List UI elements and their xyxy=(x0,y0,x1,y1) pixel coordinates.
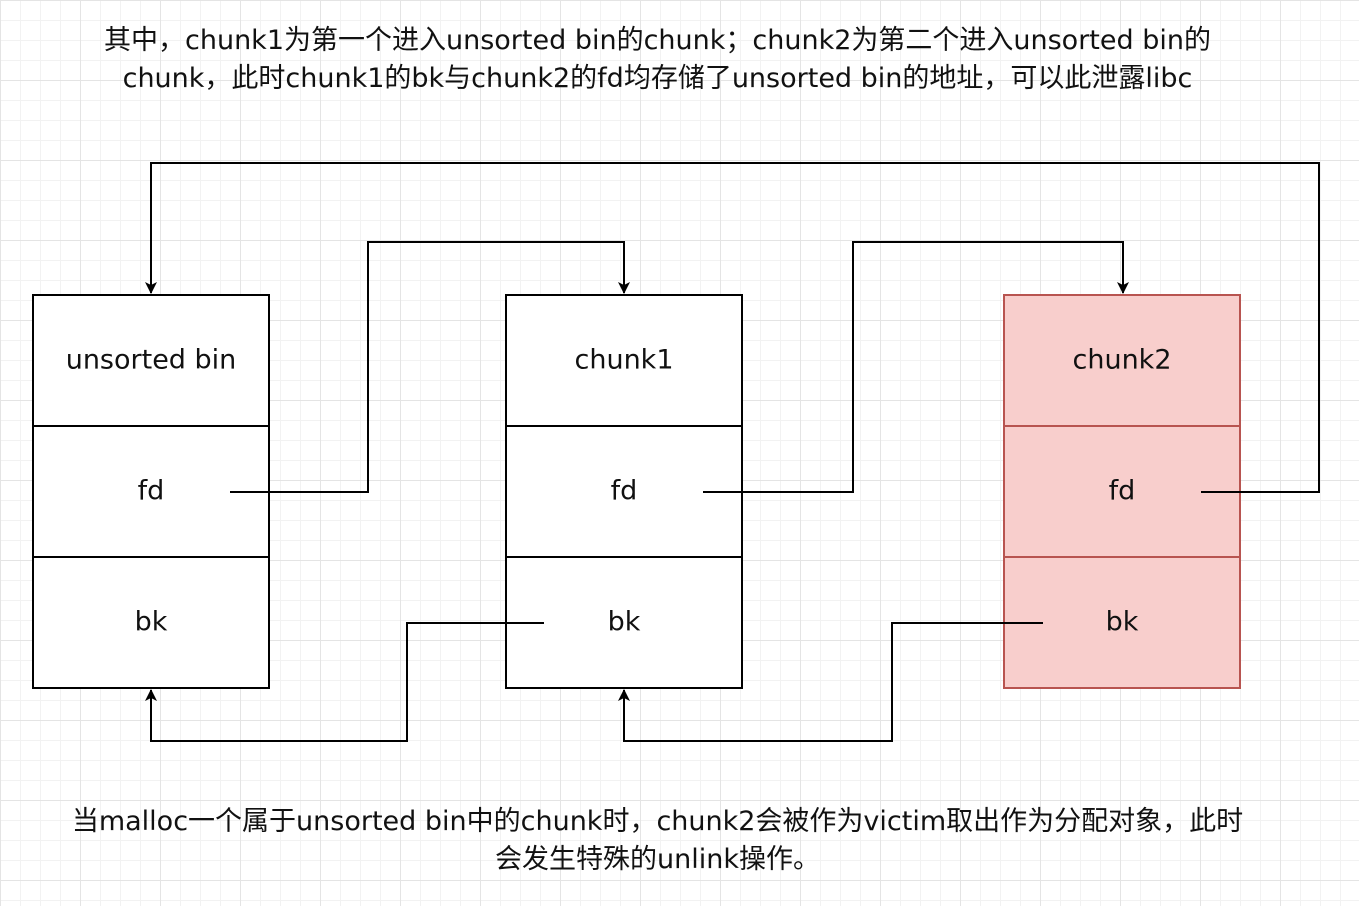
chunk1-header-cell xyxy=(505,294,743,427)
unsorted-bin-bk-label: bk xyxy=(135,607,168,638)
node-unsorted-bin[interactable]: unsorted bin fd bk xyxy=(32,294,270,689)
chunk2-bk-label: bk xyxy=(1106,607,1139,638)
chunk2-title: chunk2 xyxy=(1073,345,1172,376)
chunk2-bk-cell xyxy=(1003,556,1241,689)
connector-chunk1-bk-to-unsorted xyxy=(145,622,544,742)
connector-unsorted-fd-to-chunk1 xyxy=(230,241,630,493)
connector-chunk2-fd-to-unsorted xyxy=(145,162,1320,493)
bottom-caption: 当malloc一个属于unsorted bin中的chunk时，chunk2会被… xyxy=(71,806,1244,875)
unsorted-bin-title: unsorted bin xyxy=(66,345,237,376)
chunk1-bk-cell xyxy=(505,556,743,689)
chunk1-title: chunk1 xyxy=(575,345,674,376)
unsorted-bin-bk-cell xyxy=(32,556,270,689)
unsorted-bin-fd-label: fd xyxy=(138,476,165,507)
chunk1-fd-label: fd xyxy=(611,476,638,507)
node-chunk2[interactable]: chunk2 fd bk xyxy=(1003,294,1241,689)
connector-chunk2-bk-to-chunk1 xyxy=(618,622,1043,742)
connector-chunk1-fd-to-chunk2 xyxy=(703,241,1129,493)
top-caption: 其中，chunk1为第一个进入unsorted bin的chunk；chunk2… xyxy=(104,25,1211,94)
chunk1-bk-label: bk xyxy=(608,607,641,638)
chunk2-header-cell xyxy=(1003,294,1241,427)
chunk2-fd-cell xyxy=(1003,425,1241,558)
chunk2-fd-label: fd xyxy=(1109,476,1136,507)
node-chunk1[interactable]: chunk1 fd bk xyxy=(505,294,743,689)
